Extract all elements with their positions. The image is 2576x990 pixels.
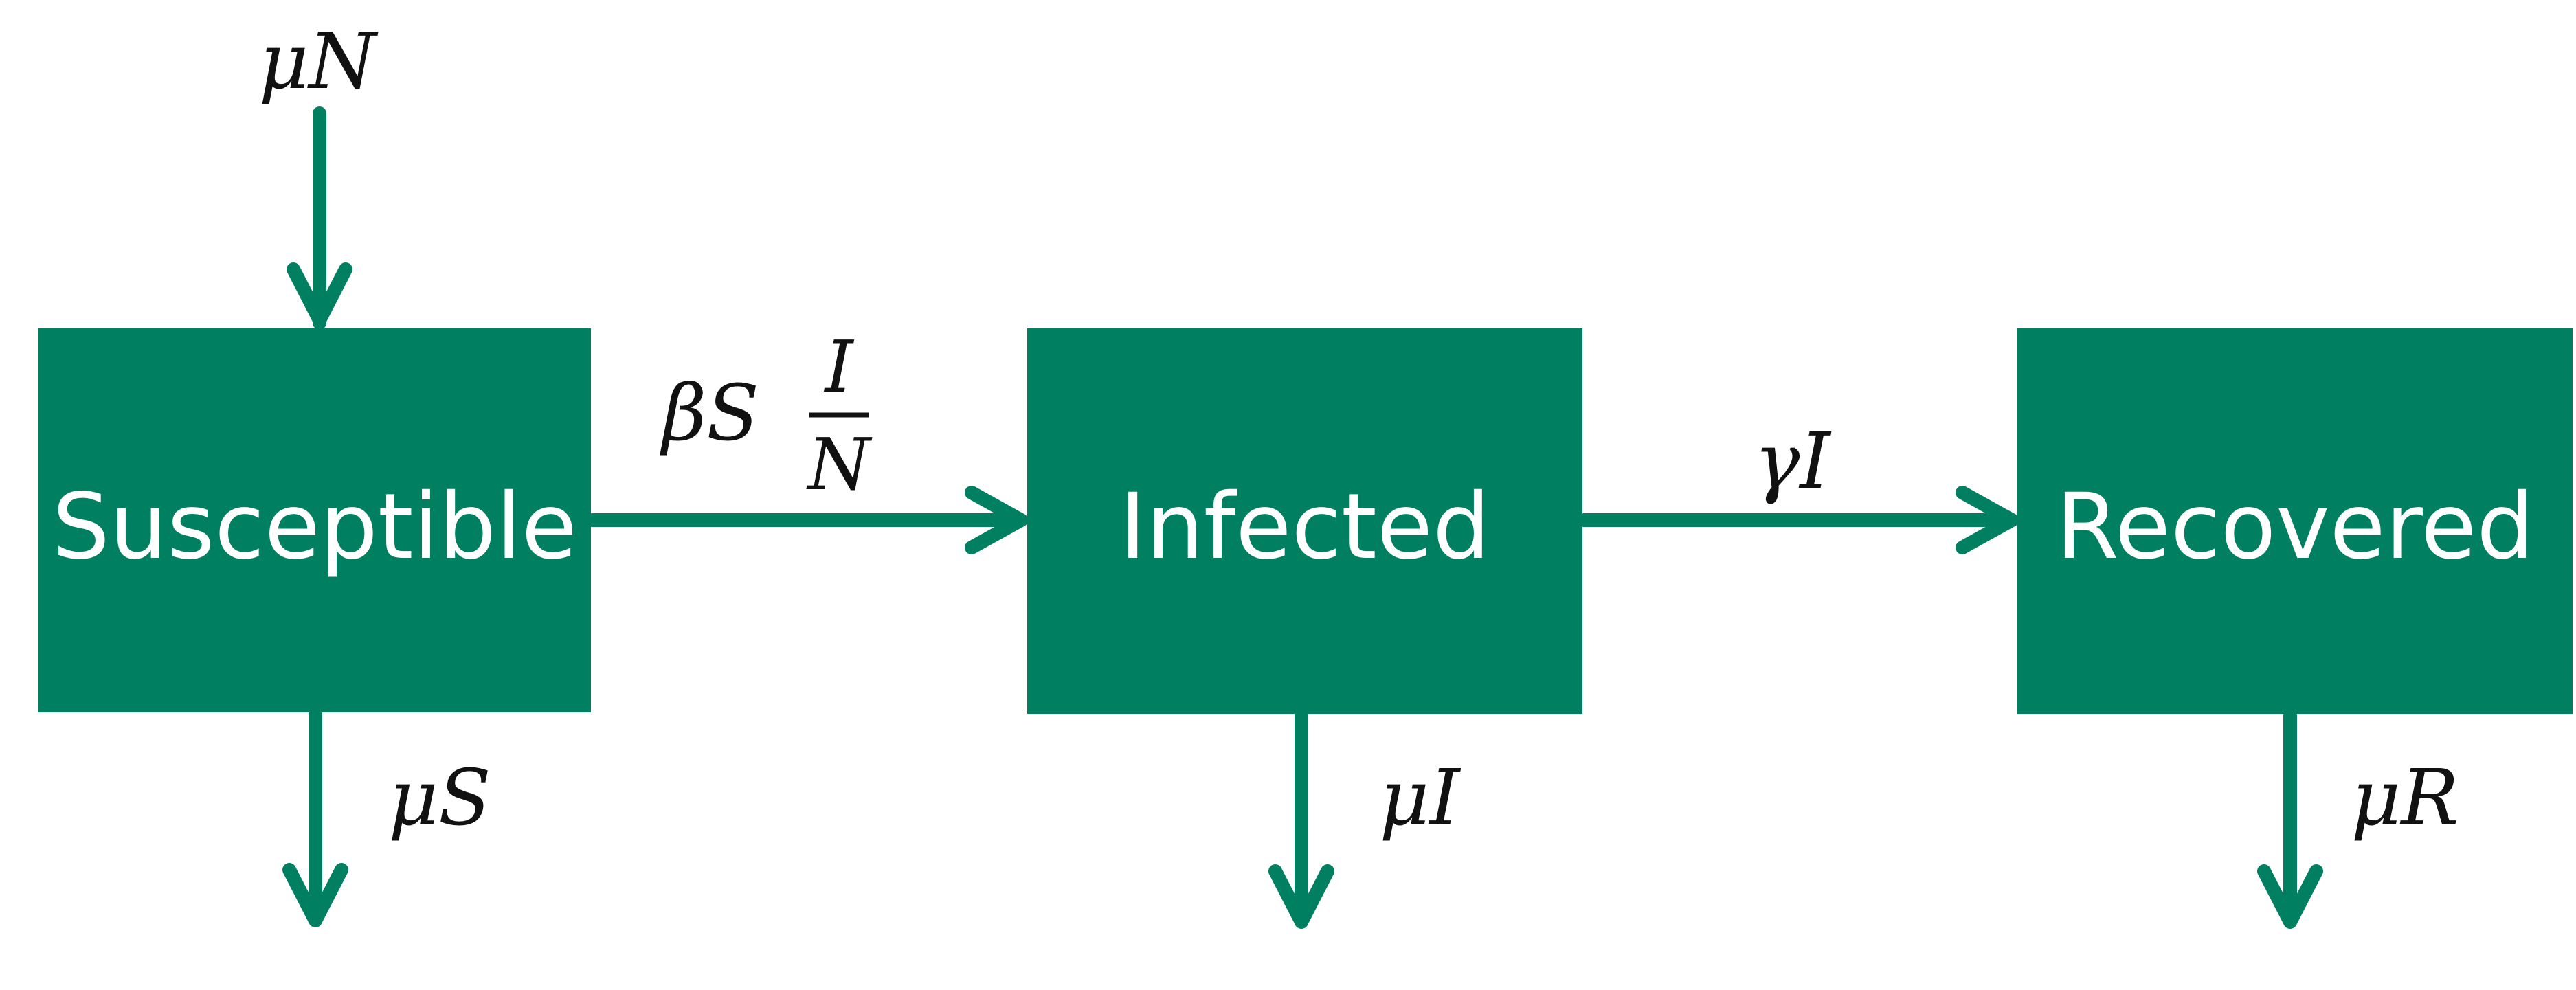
death-arrow-infected [1268,708,1334,929]
infection-rate-numerator: I [823,325,854,409]
infected-box-rect [1027,328,1582,714]
recovery-rate-label: γI [1754,417,1832,506]
recovery-arrowhead [1956,486,2019,554]
infection-arrow [585,486,1028,554]
death-arrow-susceptible-head [282,863,348,927]
infection-rate-prefix: βS [660,369,759,458]
birth-rate-label: μN [259,17,379,106]
infection-arrowhead [965,486,1028,554]
death-rate-infected-label: μI [1379,754,1461,843]
infected-box: Infected [1027,328,1582,714]
susceptible-box-rect [38,328,591,712]
death-arrow-susceptible [282,707,348,927]
recovered-label: Recovered [2056,474,2534,580]
susceptible-label: Susceptible [52,474,577,580]
infection-rate-label: βS I N [660,325,873,506]
recovered-box-rect [2017,328,2573,714]
recovery-arrow [1577,486,2019,554]
recovered-box: Recovered [2017,328,2573,714]
death-arrow-recovered [2257,708,2323,929]
infection-rate-denominator: N [806,423,873,506]
death-rate-susceptible-label: μS [388,754,491,843]
infected-label: Infected [1119,474,1490,580]
death-rate-recovered-label: μR [2351,754,2459,843]
susceptible-box: Susceptible [38,328,591,712]
death-arrow-infected-head [1268,864,1334,929]
birth-arrow [287,106,352,330]
death-arrow-recovered-head [2257,864,2323,929]
birth-arrowhead [287,262,352,327]
